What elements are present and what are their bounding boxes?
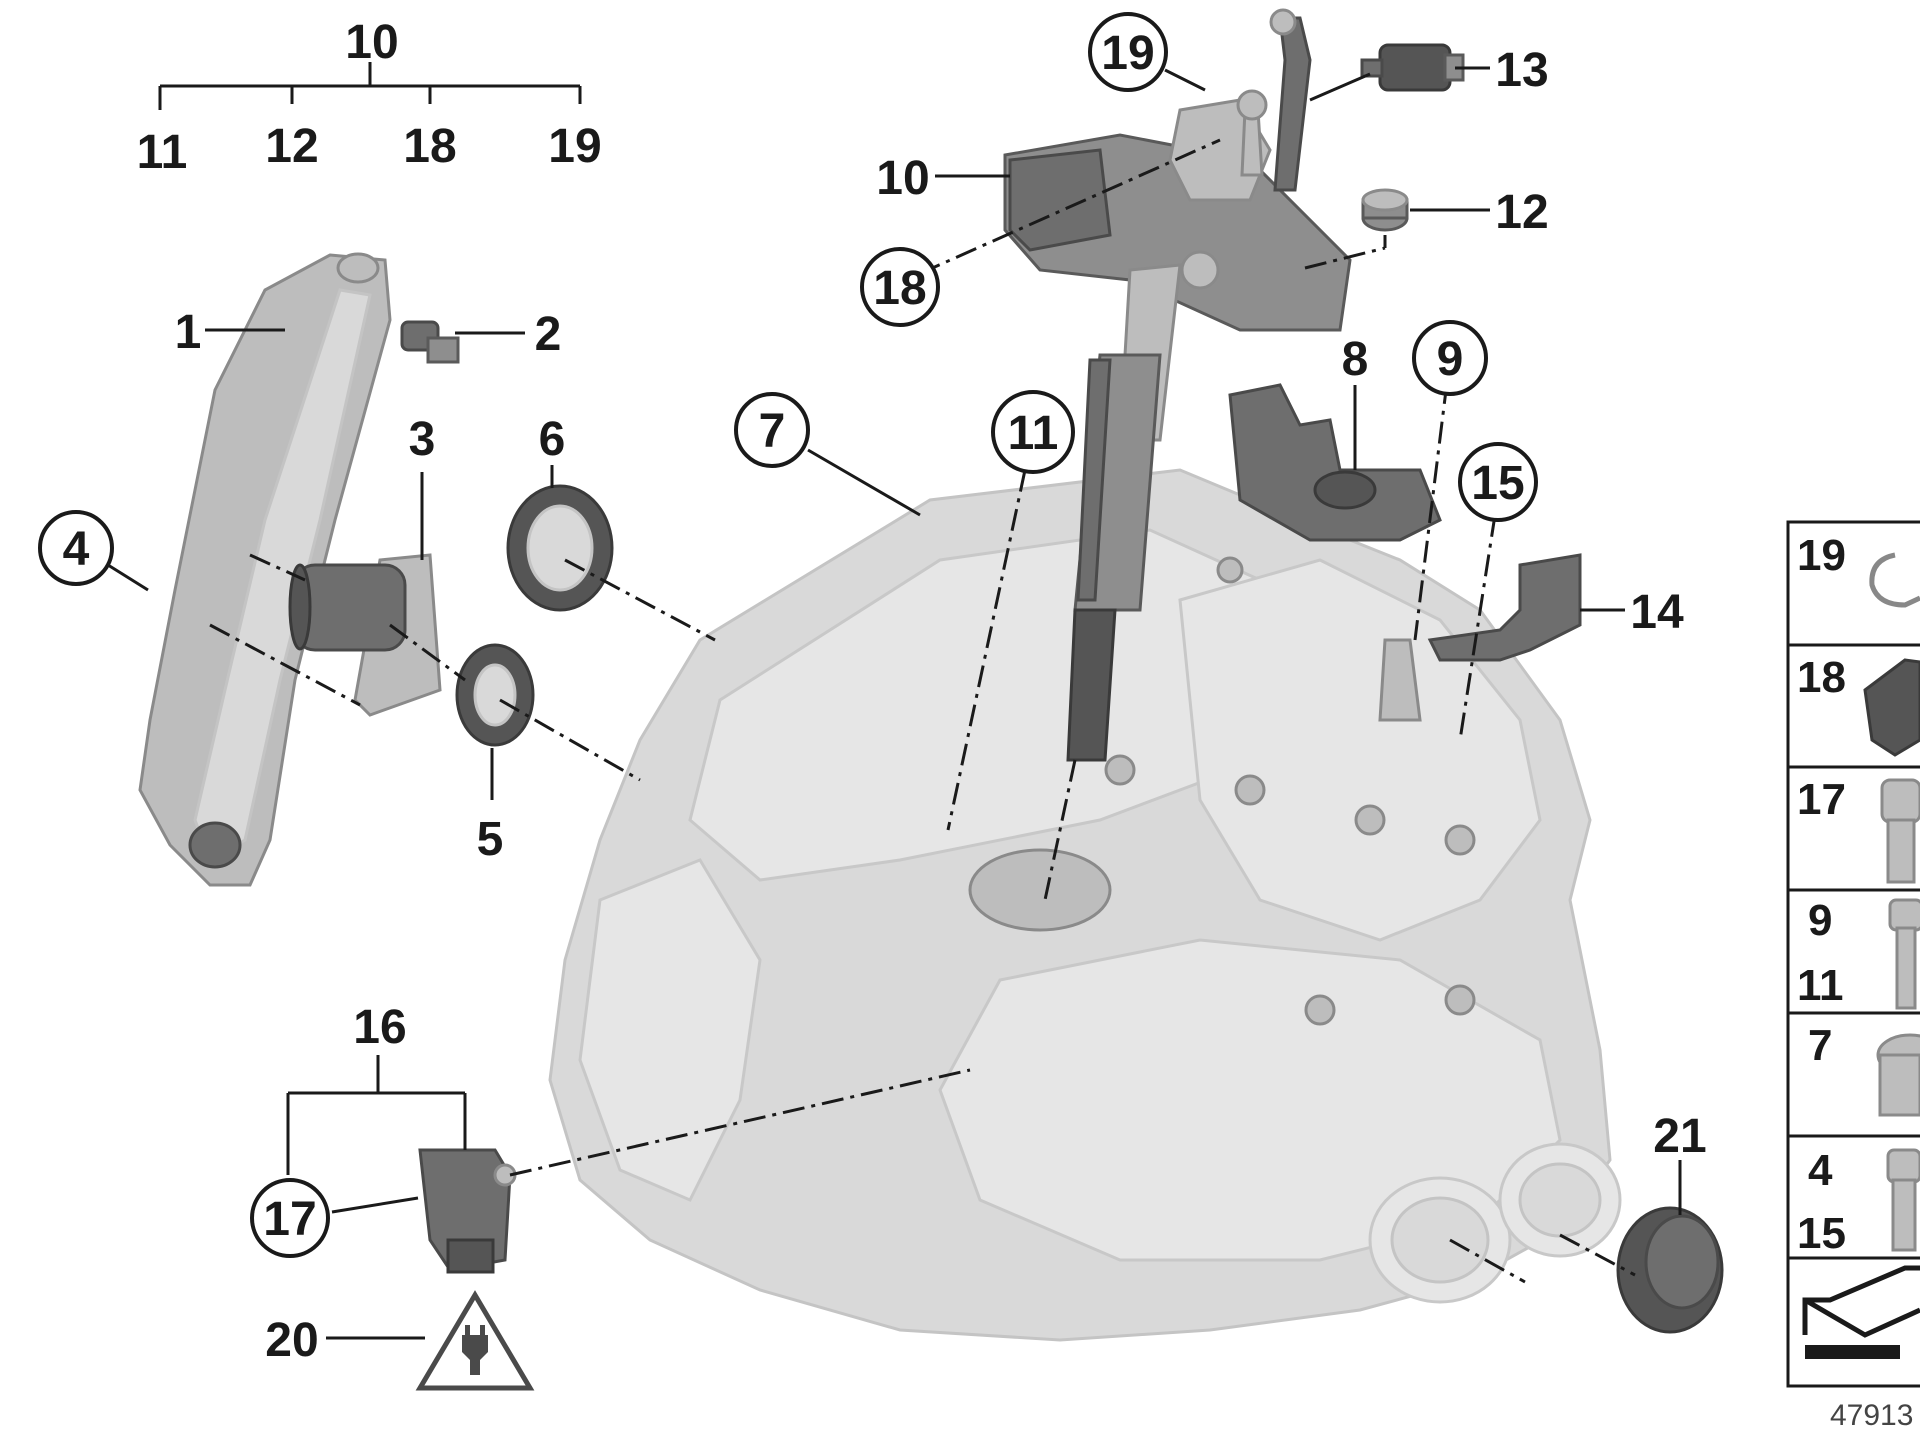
bolt-part-2 — [400, 320, 460, 364]
kit-item-label: 11 — [137, 126, 188, 179]
callout-17-circle — [250, 1178, 330, 1258]
kit-item-label: 12 — [265, 120, 318, 173]
callout-12: 12 — [1495, 186, 1548, 239]
callout-7: 7 — [759, 405, 786, 458]
callout-14: 14 — [1630, 586, 1684, 639]
callout-11-circle — [991, 390, 1075, 474]
cap-part-12 — [1361, 188, 1409, 232]
table-row-label: 7 — [1808, 1021, 1832, 1070]
table-row-label: 11 — [1797, 961, 1844, 1010]
callout-2: 2 — [535, 308, 562, 361]
callout-6: 6 — [539, 413, 566, 466]
callout-9: 9 — [1437, 333, 1464, 386]
callout-5: 5 — [477, 813, 504, 866]
callout-labels: 10 11 12 18 19 1 2 3 6 5 4 7 11 10 18 19… — [38, 12, 1707, 1367]
table-row-label: 18 — [1797, 653, 1846, 702]
table-row-label: 4 — [1808, 1146, 1833, 1195]
clip-part-14 — [1427, 553, 1582, 662]
callout-1: 1 — [175, 306, 202, 359]
sensor-part-16 — [418, 1148, 517, 1274]
shaft-seal-part-5 — [455, 643, 535, 747]
release-lever-part-1 — [138, 252, 392, 887]
callout-18: 18 — [873, 262, 926, 315]
callout-21: 21 — [1653, 1110, 1706, 1163]
callout-17: 17 — [263, 1193, 316, 1246]
kit-item-label: 18 — [403, 120, 456, 173]
table-row-label: 15 — [1797, 1209, 1846, 1258]
callout-8: 8 — [1342, 333, 1369, 386]
callout-16: 16 — [353, 1001, 406, 1054]
table-row-label: 17 — [1797, 775, 1846, 824]
callout-19: 19 — [1101, 27, 1154, 80]
callout-4-circle — [38, 510, 114, 586]
callout-10: 10 — [876, 152, 929, 205]
image-id: 47913 — [1830, 1399, 1913, 1432]
dashed-assembly-lines — [209, 138, 1636, 1284]
callout-13: 13 — [1495, 44, 1548, 97]
shaft-seal-part-6 — [506, 484, 614, 612]
callout-3: 3 — [409, 413, 436, 466]
leader-lines — [107, 62, 1682, 1340]
guide-sleeve-part-3 — [288, 553, 442, 717]
gear-shift-column — [1003, 8, 1352, 762]
bracket-part-8 — [1228, 383, 1442, 542]
fastener-table: 19 18 17 9 11 7 4 15 — [1786, 520, 1920, 1388]
direction-arrow-icon — [1802, 1265, 1920, 1359]
callout-11: 11 — [1008, 407, 1059, 460]
callout-15-circle — [1458, 442, 1538, 522]
callout-9-circle — [1412, 320, 1488, 396]
switch-part-13 — [1360, 43, 1465, 92]
cover-cap-part-21 — [1616, 1206, 1724, 1334]
transmission-housing — [548, 468, 1622, 1342]
callout-4: 4 — [63, 523, 90, 576]
callout-20: 20 — [265, 1314, 318, 1367]
kit-item-label: 19 — [548, 120, 601, 173]
plug-warning-icon — [415, 1290, 535, 1391]
kit-title-label: 10 — [345, 16, 398, 69]
callout-7-circle — [734, 392, 810, 468]
table-row-label: 9 — [1808, 896, 1832, 945]
callout-15: 15 — [1471, 457, 1524, 510]
table-row-label: 19 — [1797, 531, 1846, 580]
callout-19-circle — [1088, 12, 1168, 92]
callout-18-circle — [860, 247, 940, 327]
